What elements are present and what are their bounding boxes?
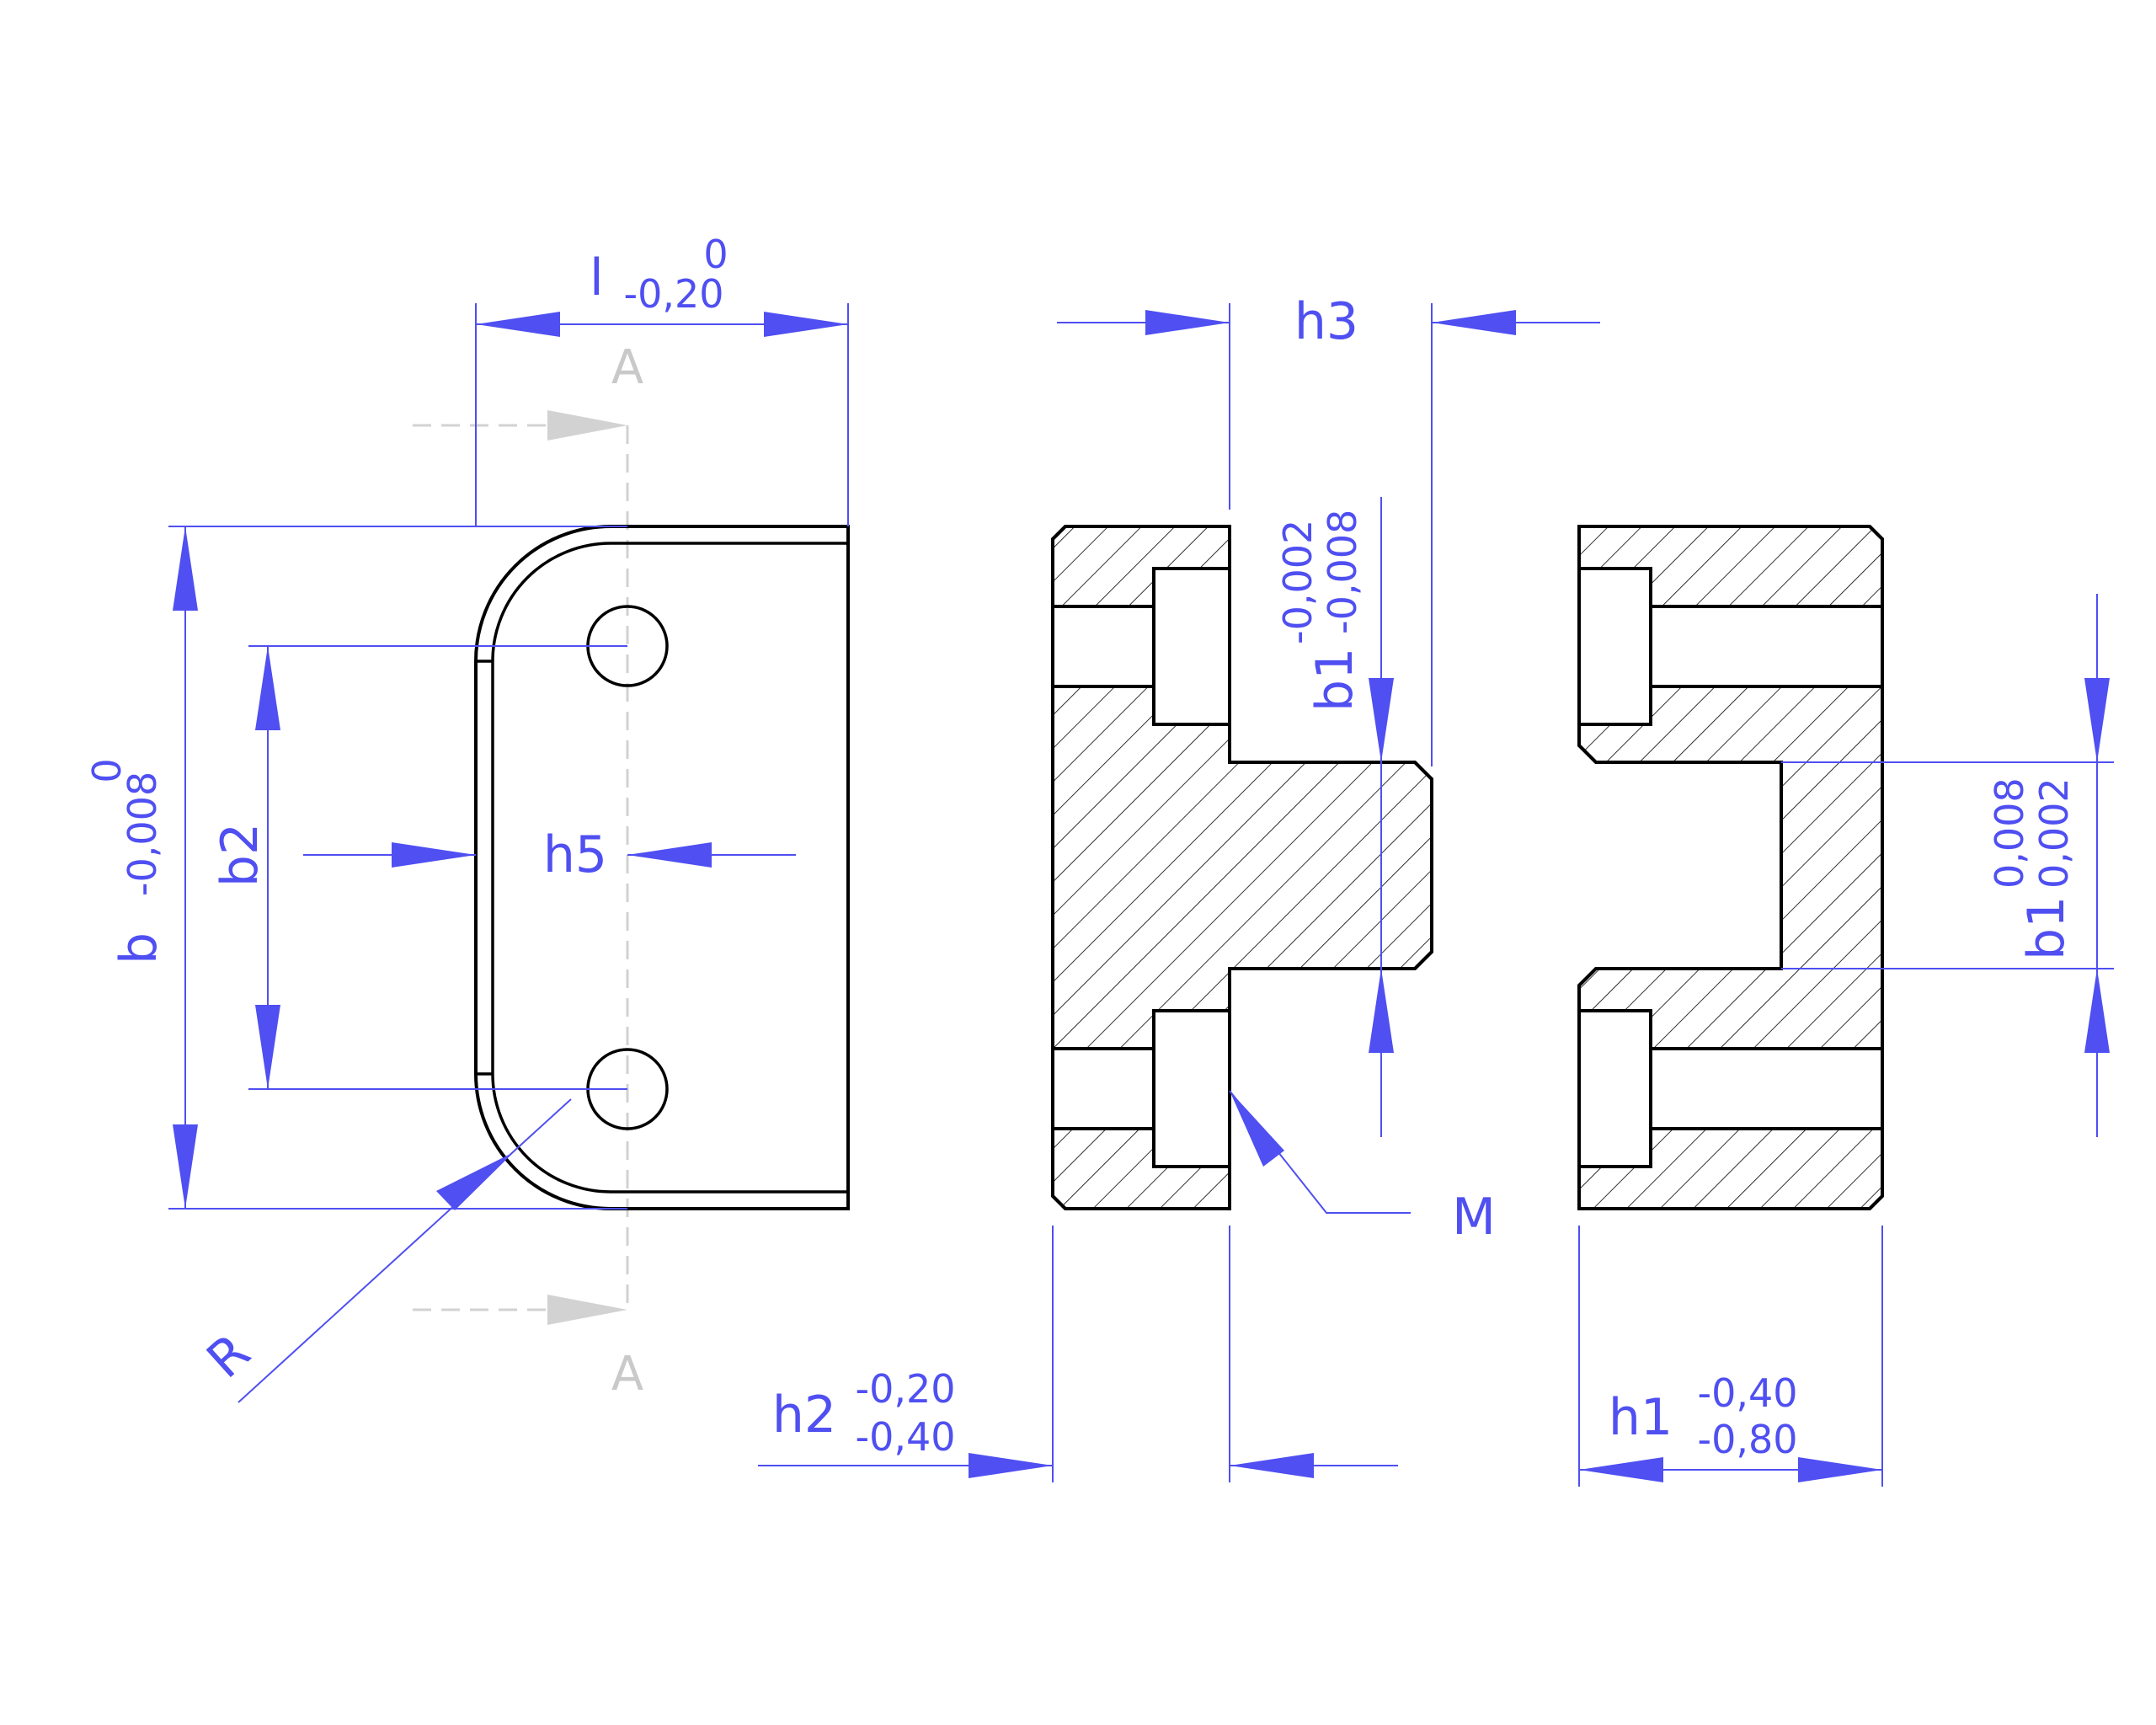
bracket-flange-line: [491, 542, 848, 1194]
dim-h2-lower: -0,40: [855, 1414, 955, 1460]
dim-l-lower: -0,20: [623, 271, 723, 317]
female-bore-bottom: [1649, 1047, 1884, 1130]
plan-view: A A l 0 -0,20 b: [84, 232, 850, 1403]
dim-h2-upper: -0,20: [855, 1366, 955, 1412]
dim-b-upper: 0: [84, 758, 130, 782]
dim-h5-symbol: h5: [543, 825, 607, 884]
dim-h2-symbol: h2: [772, 1386, 836, 1445]
bore-top: [1051, 605, 1155, 688]
dimension-h2: h2 -0,20 -0,40: [758, 1226, 1398, 1482]
dim-b1-female-upper: 0,008: [1987, 777, 2032, 889]
counterbore-top: [1152, 567, 1231, 726]
dim-b1-male-lower: -0,008: [1320, 510, 1365, 634]
dim-h3-symbol: h3: [1294, 292, 1358, 351]
dim-b-lower: -0,008: [120, 772, 165, 896]
dim-M-symbol: M: [1452, 1188, 1496, 1247]
leader-M: M: [1229, 1090, 1496, 1247]
male-section-outline: [1051, 525, 1433, 1210]
dim-b1-female-lower: 0,002: [2031, 777, 2077, 889]
section-marker-bottom: A: [611, 1347, 643, 1402]
dim-l-symbol: l: [590, 248, 604, 307]
dim-b1-female-symbol: b1: [2017, 896, 2076, 960]
dim-h1-lower: -0,80: [1697, 1417, 1797, 1462]
dim-b1-male-symbol: b1: [1305, 648, 1364, 712]
counterbore-bottom: [1152, 1009, 1231, 1168]
dim-h1-upper: -0,40: [1697, 1370, 1797, 1416]
dimension-b: b 0 -0,008: [84, 526, 627, 1210]
bore-bottom: [1051, 1047, 1155, 1130]
female-section-outline: [1577, 525, 1884, 1210]
dimension-h5: h5: [303, 825, 796, 884]
dim-b1-male-upper: -0,002: [1275, 520, 1321, 644]
section-view-male: h3 b1 -0,002 -0,008 M h2: [758, 292, 1600, 1482]
section-view-female: b1 0,008 0,002 h1 -0,40 -0,80: [1577, 525, 2114, 1487]
dimension-h3: h3: [1057, 292, 1600, 766]
dim-b-symbol: b: [109, 932, 168, 964]
dim-b2-symbol: b2: [211, 823, 270, 887]
dim-h1-symbol: h1: [1609, 1388, 1673, 1447]
dimension-h1: h1 -0,40 -0,80: [1578, 1226, 1883, 1487]
dimension-b2: b2: [211, 645, 627, 1090]
female-counterbore-bottom: [1577, 1009, 1652, 1168]
section-arrow-top: [547, 410, 627, 441]
dim-l-upper: 0: [703, 232, 728, 277]
female-counterbore-top: [1577, 567, 1652, 726]
dimension-l: l 0 -0,20: [475, 232, 849, 526]
section-arrow-bottom: [547, 1295, 627, 1325]
dimension-b1-male: b1 -0,002 -0,008: [1275, 497, 1394, 1137]
dimension-b1-female: b1 0,008 0,002: [1781, 594, 2114, 1137]
female-bore-top: [1649, 605, 1884, 688]
dim-R-symbol: R: [196, 1322, 262, 1390]
section-marker-top: A: [611, 340, 643, 395]
